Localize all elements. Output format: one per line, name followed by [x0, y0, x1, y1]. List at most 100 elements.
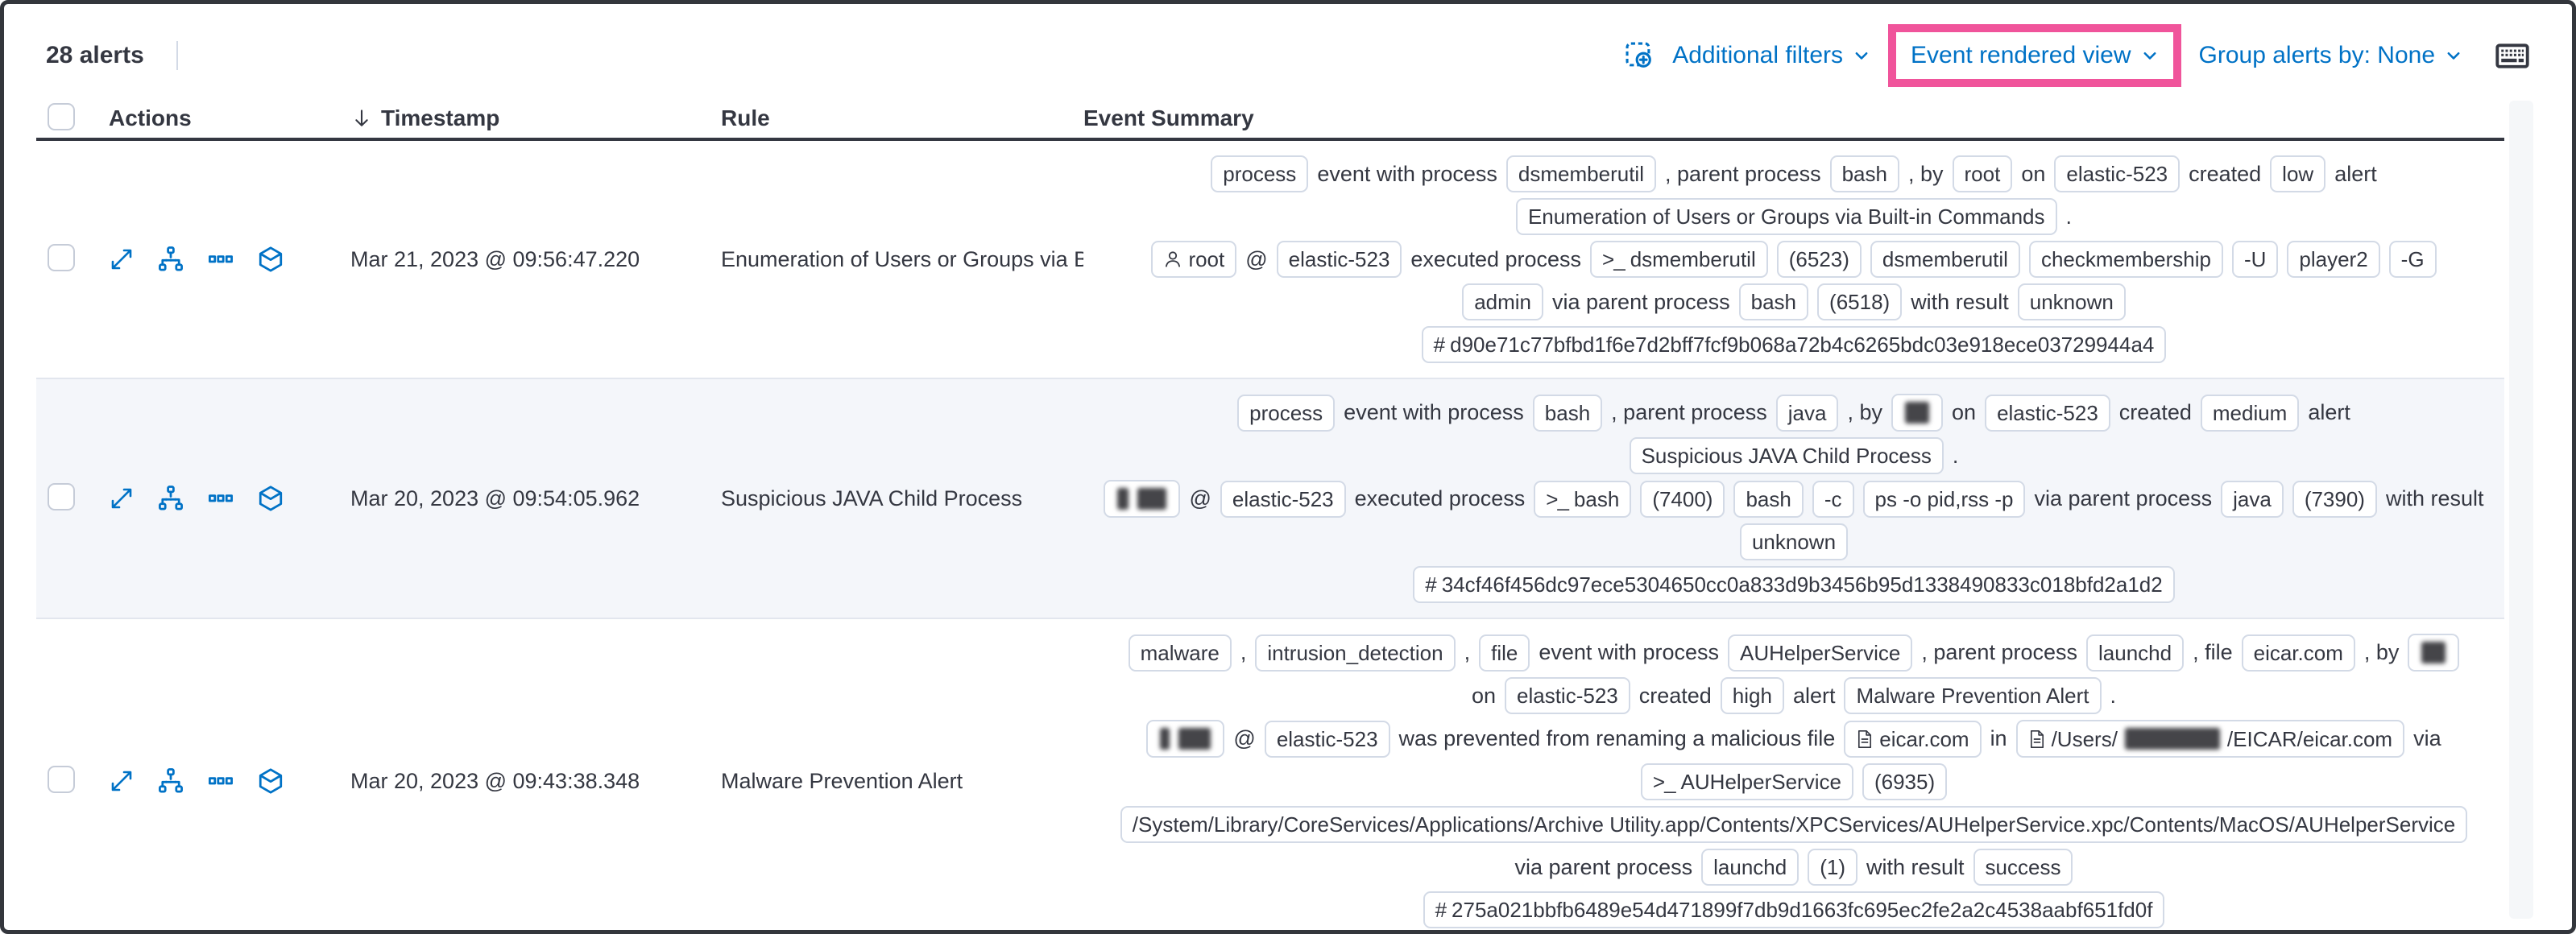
- summary-badge: java: [1775, 394, 1839, 432]
- badge-text: eicar.com: [1879, 726, 1969, 751]
- summary-badge: /Users//EICAR/eicar.com: [2015, 720, 2405, 758]
- summary-text: in: [1990, 726, 2007, 750]
- summary-text: alert: [1792, 683, 1836, 708]
- summary-line: unknown: [1739, 523, 1849, 560]
- summary-text: via parent process: [2034, 486, 2213, 510]
- toolbar-divider: [176, 41, 178, 70]
- badge-text: ps -o pid,rss -p: [1874, 486, 2014, 511]
- badge-text: /EICAR/eicar.com: [2226, 726, 2393, 751]
- group-alerts-label: Group alerts by: None: [2198, 42, 2435, 68]
- keyboard-shortcuts-icon[interactable]: [2495, 38, 2530, 73]
- session-view-button[interactable]: [257, 246, 284, 273]
- visualize-event-button[interactable]: [157, 485, 184, 512]
- summary-text: via: [2413, 726, 2441, 750]
- table-header-row: Actions Timestamp Rule Event Summary: [36, 99, 2504, 141]
- expand-alert-button[interactable]: [109, 768, 135, 794]
- group-alerts-dropdown[interactable]: Group alerts by: None: [2199, 42, 2462, 69]
- row-checkbox[interactable]: [48, 482, 75, 510]
- summary-badge: Enumeration of Users or Groups via Built…: [1515, 198, 2057, 235]
- summary-badge: #d90e71c77bfbd1f6e7d2bff7fcf9b068a72b4c6…: [1421, 326, 2167, 363]
- badge-text: (7400): [1652, 486, 1713, 511]
- summary-badge: bash: [1829, 155, 1899, 192]
- summary-badge: (6518): [1817, 283, 1903, 320]
- expand-alert-button[interactable]: [109, 486, 135, 511]
- visualize-event-button[interactable]: [157, 246, 184, 273]
- badge-text: AUHelperService: [1739, 640, 1901, 665]
- summary-badge: unknown: [2017, 283, 2126, 320]
- badge-text: -U: [2243, 247, 2267, 271]
- additional-filters-label: Additional filters: [1672, 42, 1844, 68]
- toolbar-left: 28 alerts: [46, 41, 178, 70]
- row-checkbox[interactable]: [48, 243, 75, 271]
- more-actions-button[interactable]: [207, 485, 234, 512]
- badge-text: checkmembership: [2040, 247, 2211, 271]
- summary-badge: /System/Library/CoreServices/Application…: [1120, 806, 2468, 843]
- summary-text: with result: [2385, 486, 2484, 510]
- summary-line: Enumeration of Users or Groups via Built…: [1515, 198, 2072, 235]
- summary-badge: (1): [1808, 849, 1857, 886]
- chevron-down-icon: [2143, 52, 2156, 60]
- summary-badge: elastic-523: [1985, 394, 2110, 432]
- badge-text: Enumeration of Users or Groups via Built…: [1527, 205, 2045, 229]
- summary-line: /System/Library/CoreServices/Application…: [1120, 806, 2468, 843]
- session-view-button[interactable]: [257, 485, 284, 512]
- select-all-checkbox[interactable]: [48, 102, 75, 130]
- badge-text: eicar.com: [2253, 640, 2343, 665]
- rule-cell: Enumeration of Users or Groups via Bui: [721, 246, 1083, 271]
- summary-badge: (6935): [1862, 763, 1948, 800]
- badge-text: dsmemberutil: [1882, 247, 2008, 271]
- badge-text: dsmemberutil: [1518, 162, 1644, 186]
- redacted-text: [1178, 728, 1211, 750]
- summary-text: alert: [2308, 400, 2350, 424]
- summary-text: event with process: [1539, 640, 1719, 664]
- summary-badge: elastic-523: [1264, 720, 1390, 758]
- badge-text: bash: [1746, 486, 1791, 511]
- session-view-button[interactable]: [257, 767, 284, 795]
- event-rendered-view-label: Event rendered view: [1911, 42, 2131, 68]
- badge-text: d90e71c77bfbd1f6e7d2bff7fcf9b068a72b4c62…: [1450, 333, 2155, 357]
- file-icon: [1856, 729, 1874, 749]
- badge-text: (1): [1820, 855, 1845, 879]
- summary-badge: unknown: [1739, 523, 1849, 560]
- badge-text: (6935): [1874, 770, 1936, 794]
- summary-badge: ps -o pid,rss -p: [1862, 480, 2026, 518]
- summary-badge: root: [1151, 241, 1237, 278]
- scrollbar-track[interactable]: [2509, 101, 2533, 919]
- header-checkbox-cell: [36, 102, 109, 134]
- summary-badge: elastic-523: [1505, 677, 1630, 714]
- inspect-icon[interactable]: [1624, 40, 1655, 71]
- expand-alert-button[interactable]: [109, 246, 135, 272]
- badge-text: elastic-523: [1517, 684, 1618, 708]
- sort-descending-icon: [355, 110, 368, 126]
- additional-filters-dropdown[interactable]: Additional filters: [1672, 42, 1870, 69]
- more-actions-button[interactable]: [207, 767, 234, 795]
- summary-badge: high: [1720, 677, 1784, 714]
- badge-text: java: [2233, 486, 2272, 511]
- user-icon: [1163, 250, 1182, 269]
- badge-text: -G: [2400, 247, 2425, 271]
- badge-text: Suspicious JAVA Child Process: [1641, 444, 1932, 468]
- terminal-icon: >_: [1546, 486, 1569, 511]
- more-actions-button[interactable]: [207, 246, 234, 273]
- visualize-event-button[interactable]: [157, 767, 184, 795]
- summary-badge: bash: [1733, 480, 1804, 518]
- summary-text: , by: [1847, 400, 1883, 424]
- row-checkbox[interactable]: [48, 765, 75, 793]
- summary-badge: java: [2221, 480, 2284, 518]
- badge-text: medium: [2212, 400, 2288, 425]
- column-header-timestamp[interactable]: Timestamp: [350, 105, 721, 131]
- chevron-down-icon: [2447, 52, 2460, 60]
- summary-badge: checkmembership: [2028, 241, 2223, 278]
- summary-badge: eicar.com: [2241, 634, 2355, 672]
- badge-text: intrusion_detection: [1267, 640, 1443, 665]
- badge-text: AUHelperService: [1680, 770, 1841, 794]
- summary-badge: [2408, 634, 2460, 672]
- badge-text: java: [1787, 400, 1827, 425]
- event-rendered-view-dropdown[interactable]: Event rendered view: [1911, 42, 2159, 69]
- badge-text: -c: [1824, 486, 1842, 511]
